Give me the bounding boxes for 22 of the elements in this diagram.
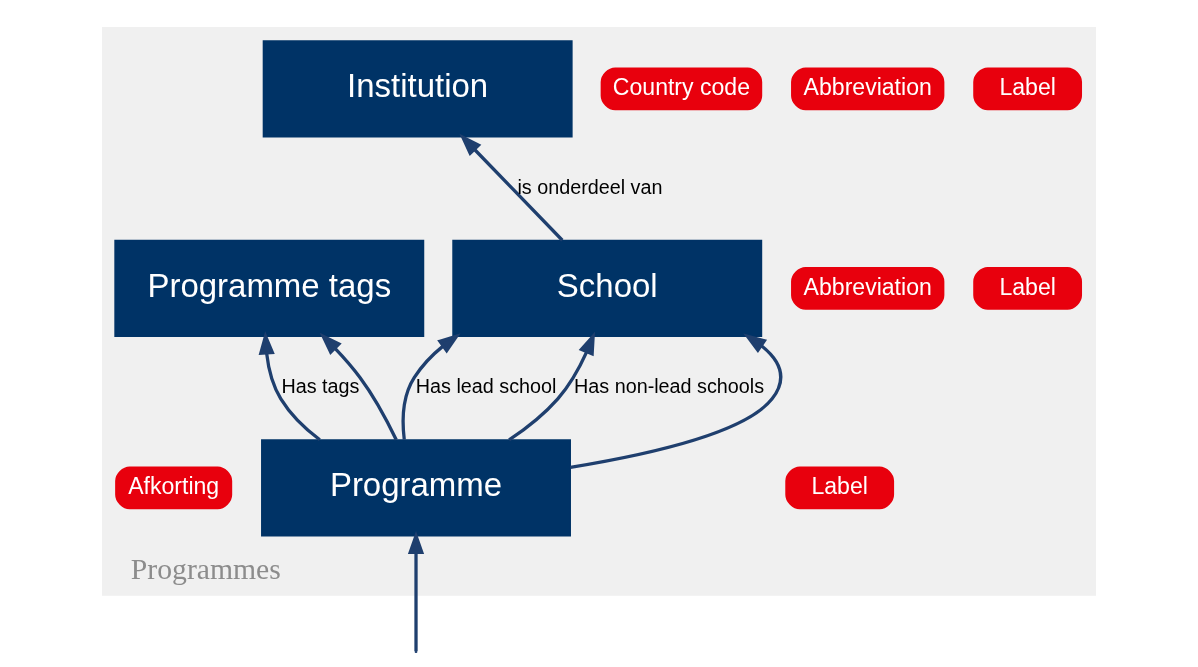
arrow <box>407 530 425 651</box>
node-box: Afkorting <box>115 466 233 510</box>
arrow <box>401 333 461 440</box>
node-box: Country code <box>600 67 763 111</box>
node-box: Label <box>785 466 895 510</box>
arrow <box>319 332 398 441</box>
node-box: Label <box>973 67 1083 111</box>
arrow <box>570 333 783 469</box>
node-box: Programme <box>261 439 571 537</box>
arrow <box>258 331 321 442</box>
node-box: Programme tags <box>114 239 425 338</box>
edge-label: Has non-lead schools <box>574 375 765 398</box>
edge-label: is onderdeel van <box>517 175 663 198</box>
node-box: Abbreviation <box>791 266 945 310</box>
node-box: Abbreviation <box>791 67 945 111</box>
node-box: School <box>452 239 763 338</box>
edge-label: Has lead school <box>415 375 557 398</box>
edge-label: Has tags <box>281 375 360 398</box>
node-box: Label <box>973 266 1083 310</box>
node-box: Institution <box>262 40 573 138</box>
arrow <box>459 133 564 242</box>
arrow <box>508 331 596 442</box>
